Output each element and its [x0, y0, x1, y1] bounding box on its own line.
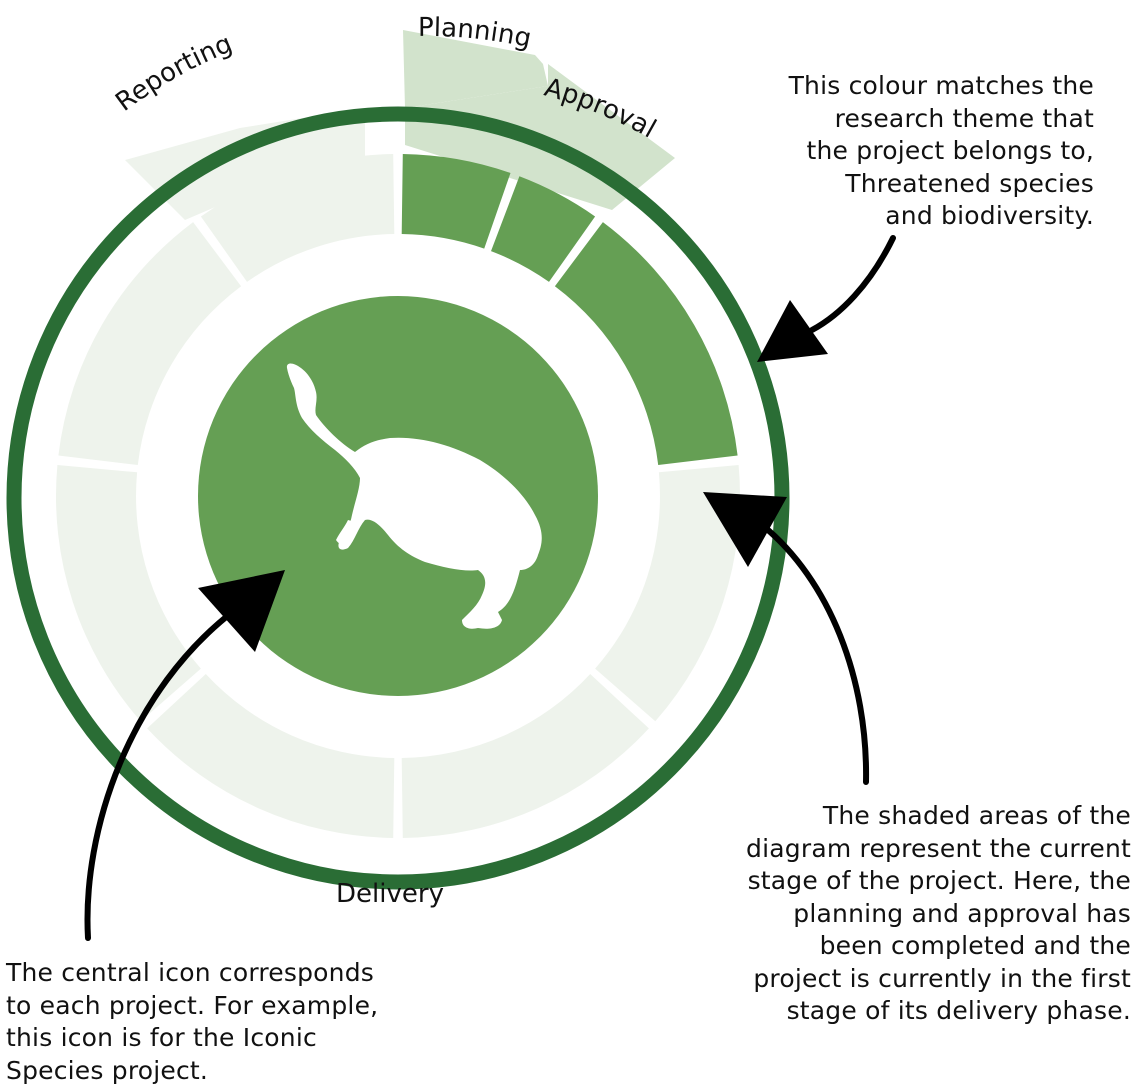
colour-annotation-line: Threatened species [845, 168, 1094, 198]
shaded-arrow-head [703, 492, 787, 567]
delivery-segment [595, 465, 741, 722]
colour-annotation-line: the project belongs to, [806, 136, 1094, 165]
delivery-segment [401, 674, 649, 838]
shaded-annotation-line: diagram represent the current [746, 833, 1131, 863]
delivery-label: Delivery [336, 879, 444, 909]
shaded-annotation-line: stage of the project. Here, the [747, 866, 1131, 895]
shaded-annotation-line: project is currently in the first [753, 963, 1131, 993]
icon-annotation-arrow [84, 607, 238, 941]
shaded-annotation: The shaded areas of the diagram represen… [746, 800, 1131, 1028]
planning-segment [401, 154, 511, 249]
colour-annotation-line: This colour matches the [788, 71, 1094, 100]
colour-annotation-line: and biodiversity. [885, 201, 1094, 230]
shaded-annotation-arrow [759, 522, 870, 785]
icon-annotation: The central icon corresponds to each pro… [6, 957, 378, 1087]
reporting-label: Reporting [110, 29, 236, 118]
colour-annotation-arrow [809, 235, 896, 333]
icon-annotation-line: to each project. For example, [6, 990, 379, 1020]
delivery-segment [147, 674, 395, 838]
icon-annotation-line: this icon is for the Iconic [6, 1023, 317, 1052]
reporting-segment [200, 154, 395, 282]
delivery-segment [554, 222, 738, 465]
planning-label-band [403, 30, 548, 108]
svg-text:Reporting: Reporting [110, 29, 236, 118]
shaded-annotation-line: planning and approval has [793, 898, 1131, 928]
colour-arrow-head [757, 300, 828, 362]
colour-annotation: This colour matches the research theme t… [789, 70, 1094, 233]
approval-segment [491, 176, 596, 282]
shaded-annotation-line: The shaded areas of the [822, 801, 1131, 830]
delivery-segment [55, 465, 201, 722]
delivery-segment [58, 222, 242, 465]
colour-annotation-line: research theme that [834, 103, 1094, 133]
shaded-annotation-line: been completed and the [819, 931, 1131, 960]
icon-annotation-line: The central icon corresponds [6, 958, 375, 987]
shaded-annotation-line: stage of its delivery phase. [786, 996, 1131, 1025]
turtle-icon [286, 363, 542, 629]
icon-arrow-head [198, 570, 285, 652]
icon-annotation-line: Species project. [6, 1055, 209, 1085]
